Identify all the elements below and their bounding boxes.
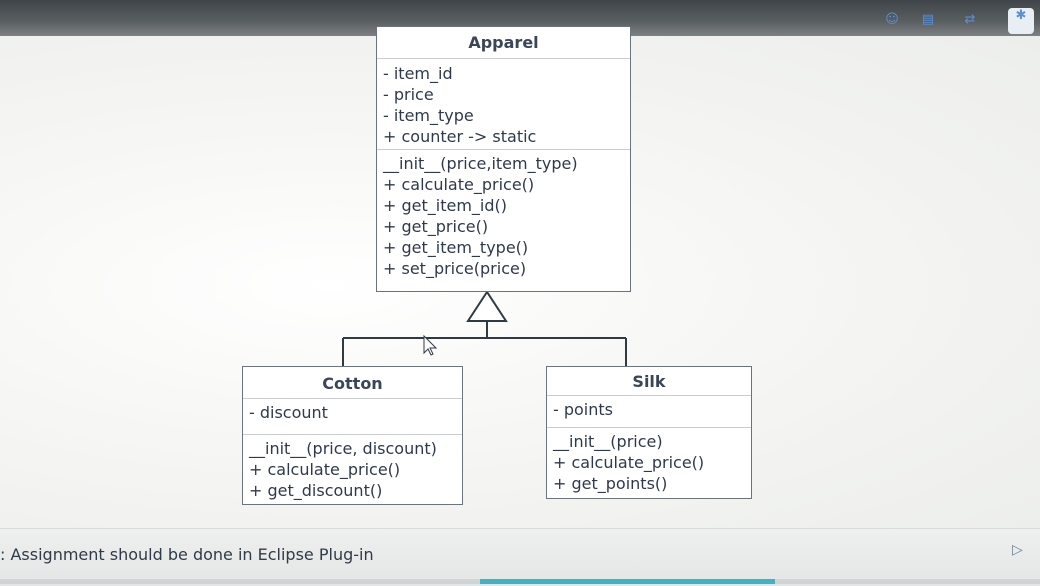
attributes-section: - points <box>547 396 751 428</box>
operation: + calculate_price() <box>383 175 535 194</box>
assignment-note: : Assignment should be done in Eclipse P… <box>0 545 374 564</box>
operation: + get_item_type() <box>383 238 529 257</box>
attribute: - item_id <box>383 64 453 83</box>
share-icon[interactable]: ⇄ <box>964 12 976 27</box>
cursor-icon <box>423 334 438 356</box>
horizontal-scrollbar[interactable] <box>0 579 1040 584</box>
operations-section: __init__(price,item_type) + calculate_pr… <box>377 150 630 281</box>
attribute: - discount <box>249 403 328 422</box>
operation: __init__(price, discount) <box>249 439 437 458</box>
footer-bar: : Assignment should be done in Eclipse P… <box>0 528 1040 586</box>
operation: + calculate_price() <box>553 453 705 472</box>
class-apparel[interactable]: Apparel - item_id - price - item_type + … <box>376 26 631 292</box>
class-name: Silk <box>547 367 751 396</box>
operation: __init__(price,item_type) <box>383 154 578 173</box>
class-name: Apparel <box>377 27 630 59</box>
generalization-arrowhead <box>466 290 508 322</box>
class-silk[interactable]: Silk - points __init__(price) + calculat… <box>546 366 752 499</box>
operation: + get_price() <box>383 217 489 236</box>
operation: __init__(price) <box>553 432 663 451</box>
attribute: - points <box>553 400 613 419</box>
inheritance-connector <box>342 290 627 366</box>
attribute: + counter -> static <box>383 127 537 146</box>
operations-section: __init__(price) + calculate_price() + ge… <box>547 428 751 496</box>
attribute: - item_type <box>383 106 474 125</box>
operations-section: __init__(price, discount) + calculate_pr… <box>243 435 462 503</box>
operation: + get_item_id() <box>383 196 507 215</box>
operation: + set_price(price) <box>383 259 527 278</box>
attribute: - price <box>383 85 434 104</box>
operation: + get_discount() <box>249 481 383 500</box>
scrollbar-thumb[interactable] <box>480 579 775 584</box>
document-icon[interactable]: ▤ <box>921 12 935 27</box>
operation: + get_points() <box>553 474 668 493</box>
diagram-canvas: Apparel - item_id - price - item_type + … <box>0 26 1040 541</box>
operation: + calculate_price() <box>249 460 401 479</box>
attributes-section: - discount <box>243 399 462 435</box>
class-name: Cotton <box>243 367 462 399</box>
settings-icon[interactable]: ✱ <box>1008 8 1034 34</box>
emoji-icon[interactable]: ☺ <box>885 12 899 27</box>
attributes-section: - item_id - price - item_type + counter … <box>377 59 630 150</box>
play-icon[interactable]: ▷ <box>1012 542 1023 558</box>
class-cotton[interactable]: Cotton - discount __init__(price, discou… <box>242 366 463 505</box>
